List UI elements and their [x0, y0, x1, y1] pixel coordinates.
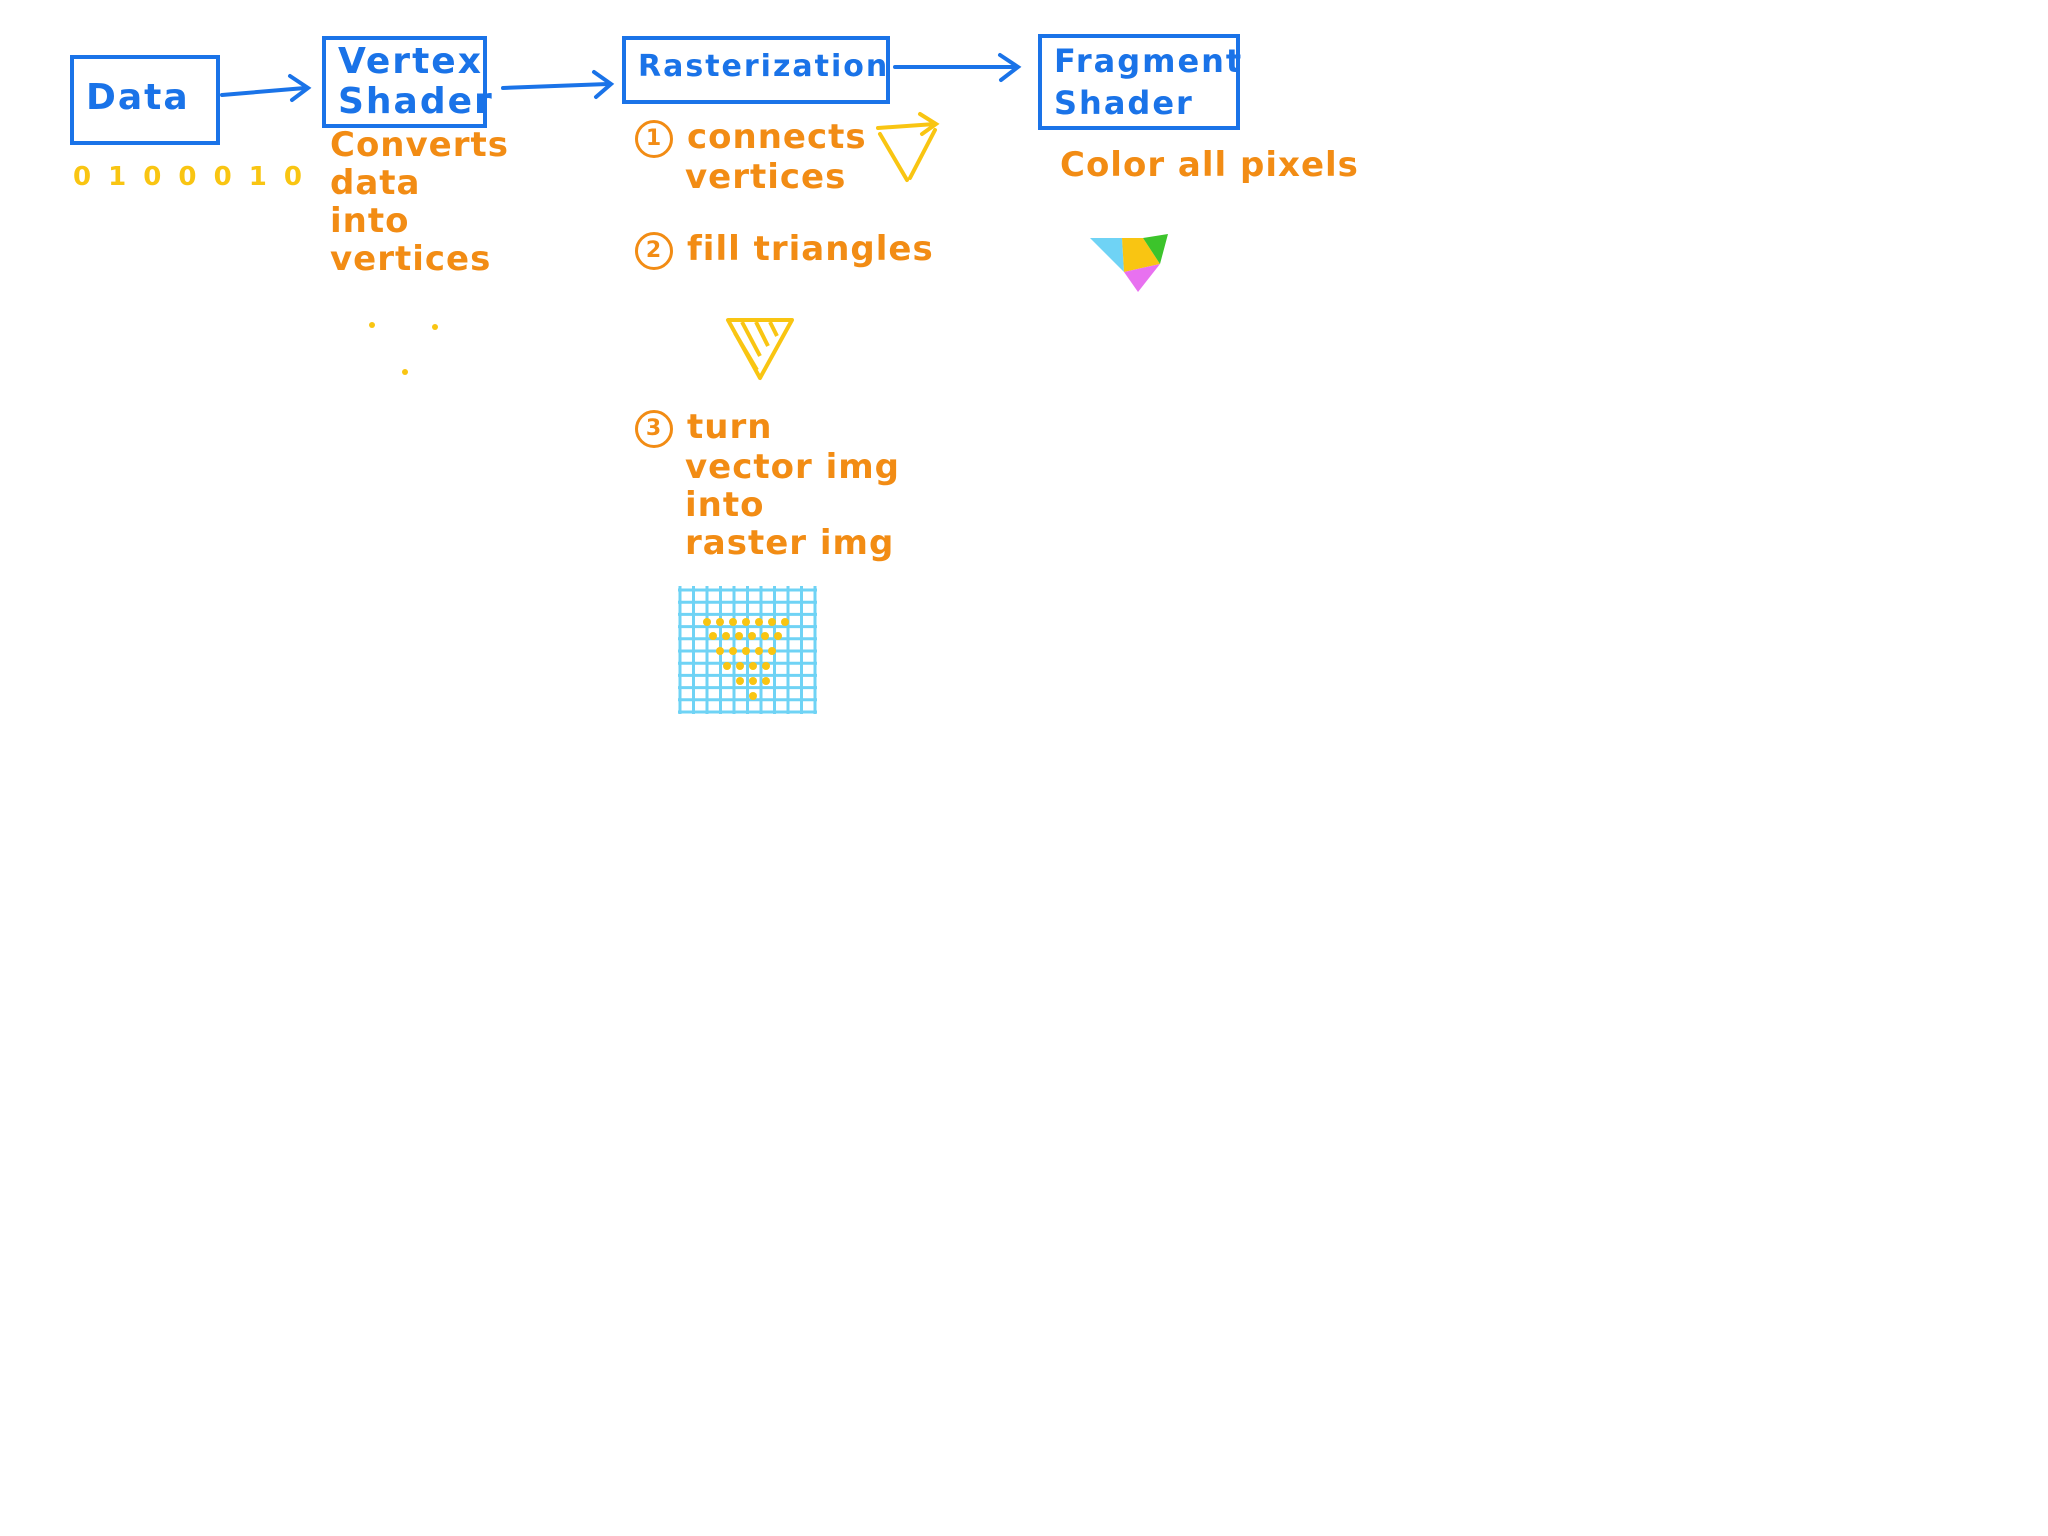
pixel-dot [722, 632, 730, 640]
colored-fragment-triangle-icon [1090, 234, 1168, 292]
vertex-shader-box: Vertex Shader [322, 36, 494, 128]
step-3-line3: into [685, 484, 765, 525]
vertex-note-line: vertices [330, 239, 492, 279]
pixel-dot [729, 647, 737, 655]
pixel-dot [749, 692, 757, 700]
pixel-dot [736, 662, 744, 670]
pixel-dot [755, 647, 763, 655]
raster-step-3: 3 turn vector img into raster img [635, 408, 900, 562]
arrow-raster-to-fragment [893, 53, 1022, 82]
vertex-shader-note: Converts data into vertices [330, 126, 509, 278]
pixel-dot [709, 632, 717, 640]
pixel-dot [729, 618, 737, 626]
step-1-line2: vertices [685, 156, 847, 197]
pixel-dot [736, 677, 744, 685]
rasterization-box-label: Rasterization [638, 49, 890, 84]
pixel-dot [742, 618, 750, 626]
data-box: Data [70, 55, 220, 145]
pixel-dot [716, 647, 724, 655]
pixel-dot [774, 632, 782, 640]
step-1-line1: connects [687, 117, 867, 157]
pixel-dot [723, 662, 731, 670]
step-number-3: 3 [635, 409, 673, 448]
data-bits-text: 0 1 0 0 0 1 0 [73, 162, 306, 192]
fragment-shader-label-line1: Fragment [1054, 42, 1244, 80]
raster-step-1: 1 connects vertices [635, 118, 867, 196]
raster-step-2: 2 fill triangles [635, 230, 934, 270]
pixel-dot [742, 647, 750, 655]
data-box-label: Data [86, 77, 190, 118]
fragment-shader-note: Color all pixels [1060, 146, 1359, 184]
step-3-line2: vector img [685, 446, 901, 487]
vertex-note-line: into [330, 201, 410, 241]
connected-triangle-icon [876, 112, 940, 182]
arrow-vertex-to-raster [501, 70, 615, 99]
vertex-note-line: Converts [330, 125, 509, 165]
pixel-dot [762, 662, 770, 670]
hatched-triangle-icon [726, 318, 794, 380]
pixel-dot [768, 647, 776, 655]
raster-pixel-dots [703, 618, 789, 700]
step-2-line1: fill triangles [687, 229, 934, 269]
fragment-shader-label-line2: Shader [1054, 84, 1194, 122]
step-3-line4: raster img [685, 522, 895, 563]
pixel-dot [703, 618, 711, 626]
rasterization-box: Rasterization [622, 36, 890, 104]
step-number-1: 1 [635, 119, 673, 158]
arrow-data-to-vertex [220, 74, 312, 102]
fragment-shader-box: Fragment Shader [1038, 34, 1244, 130]
pixel-dot [716, 618, 724, 626]
vertex-shader-label-line1: Vertex [338, 41, 483, 82]
pixel-dot [755, 618, 763, 626]
pixel-dot [768, 618, 776, 626]
step-number-2: 2 [635, 231, 673, 270]
data-bits: 0 1 0 0 0 1 0 [73, 162, 306, 192]
pixel-dot [761, 632, 769, 640]
step-3-line1: turn [687, 407, 773, 447]
pixel-dot [735, 632, 743, 640]
pixel-dot [748, 632, 756, 640]
pixel-dot [781, 618, 789, 626]
pixel-dot [762, 677, 770, 685]
vertex-shader-label-line2: Shader [338, 81, 494, 122]
fragment-note-text: Color all pixels [1060, 145, 1359, 185]
pixel-dot [749, 677, 757, 685]
pixel-dot [749, 662, 757, 670]
vertex-note-line: data [330, 163, 421, 203]
vertex-dots [369, 322, 438, 375]
